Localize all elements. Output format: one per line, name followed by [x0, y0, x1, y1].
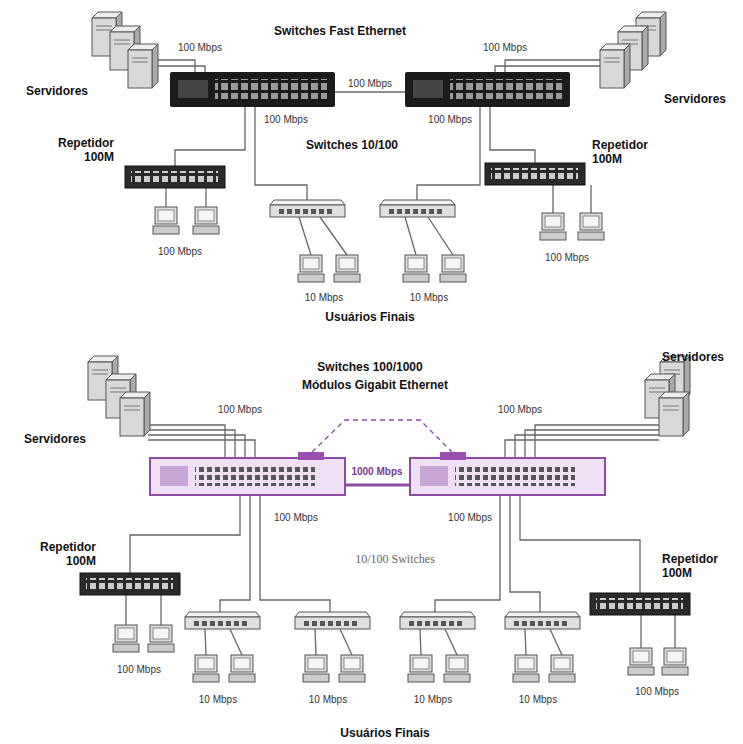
- repeater-label: Repetidor 100M: [662, 552, 738, 580]
- server-group: Servidores: [645, 356, 719, 436]
- speed-label: 10 Mbps: [408, 292, 450, 304]
- speed-label: 100 Mbps: [543, 252, 591, 264]
- speed-label: 100 Mbps: [176, 42, 224, 54]
- repeater-label: Repetidor 100M: [592, 138, 662, 166]
- speed-label: 100 Mbps: [262, 114, 310, 126]
- heading: Switches 10/100: [306, 138, 398, 152]
- server-label: Servidores: [664, 92, 726, 106]
- repeater-label: Repetidor 100M: [50, 136, 114, 164]
- heading: Usuários Finais: [325, 310, 414, 324]
- speed-label: 100 Mbps: [633, 686, 681, 698]
- speed-label: 100 Mbps: [426, 114, 474, 126]
- speed-label: 10 Mbps: [307, 694, 349, 706]
- speed-label: 10 Mbps: [412, 694, 454, 706]
- server-label: Servidores: [26, 84, 88, 98]
- server-group: Servidores: [88, 356, 150, 436]
- speed-label: 10 Mbps: [303, 292, 345, 304]
- speed-label: 100 Mbps: [272, 512, 320, 524]
- speed-label: 10 Mbps: [517, 694, 559, 706]
- speed-label: 100 Mbps: [346, 78, 394, 90]
- speed-label: 100 Mbps: [216, 404, 264, 416]
- heading: Switches 100/1000: [317, 360, 422, 374]
- heading: Módulos Gigabit Ethernet: [302, 378, 448, 392]
- repeater: Repetidor 100M: [590, 593, 690, 615]
- speed-label: 100 Mbps: [446, 512, 494, 524]
- server-group: Servidores: [92, 12, 166, 88]
- server-group: Servidores: [600, 12, 666, 88]
- repeater-label: Repetidor 100M: [16, 540, 96, 568]
- speed-label: 100 Mbps: [115, 664, 163, 676]
- heading: Switches Fast Ethernet: [274, 24, 406, 38]
- heading: 10/100 Switches: [355, 552, 435, 566]
- speed-label: 100 Mbps: [496, 404, 544, 416]
- speed-label: 10 Mbps: [197, 694, 239, 706]
- repeater: Repetidor 100M: [80, 573, 180, 595]
- speed-label: 100 Mbps: [481, 42, 529, 54]
- server-label: Servidores: [24, 432, 86, 446]
- heading: Usuários Finais: [340, 726, 429, 740]
- repeater: Repetidor 100M: [485, 163, 585, 185]
- speed-label: 100 Mbps: [156, 246, 204, 258]
- repeater: Repetidor 100M: [125, 166, 225, 188]
- speed-label: 1000 Mbps: [349, 466, 404, 478]
- server-label: Servidores: [662, 350, 724, 364]
